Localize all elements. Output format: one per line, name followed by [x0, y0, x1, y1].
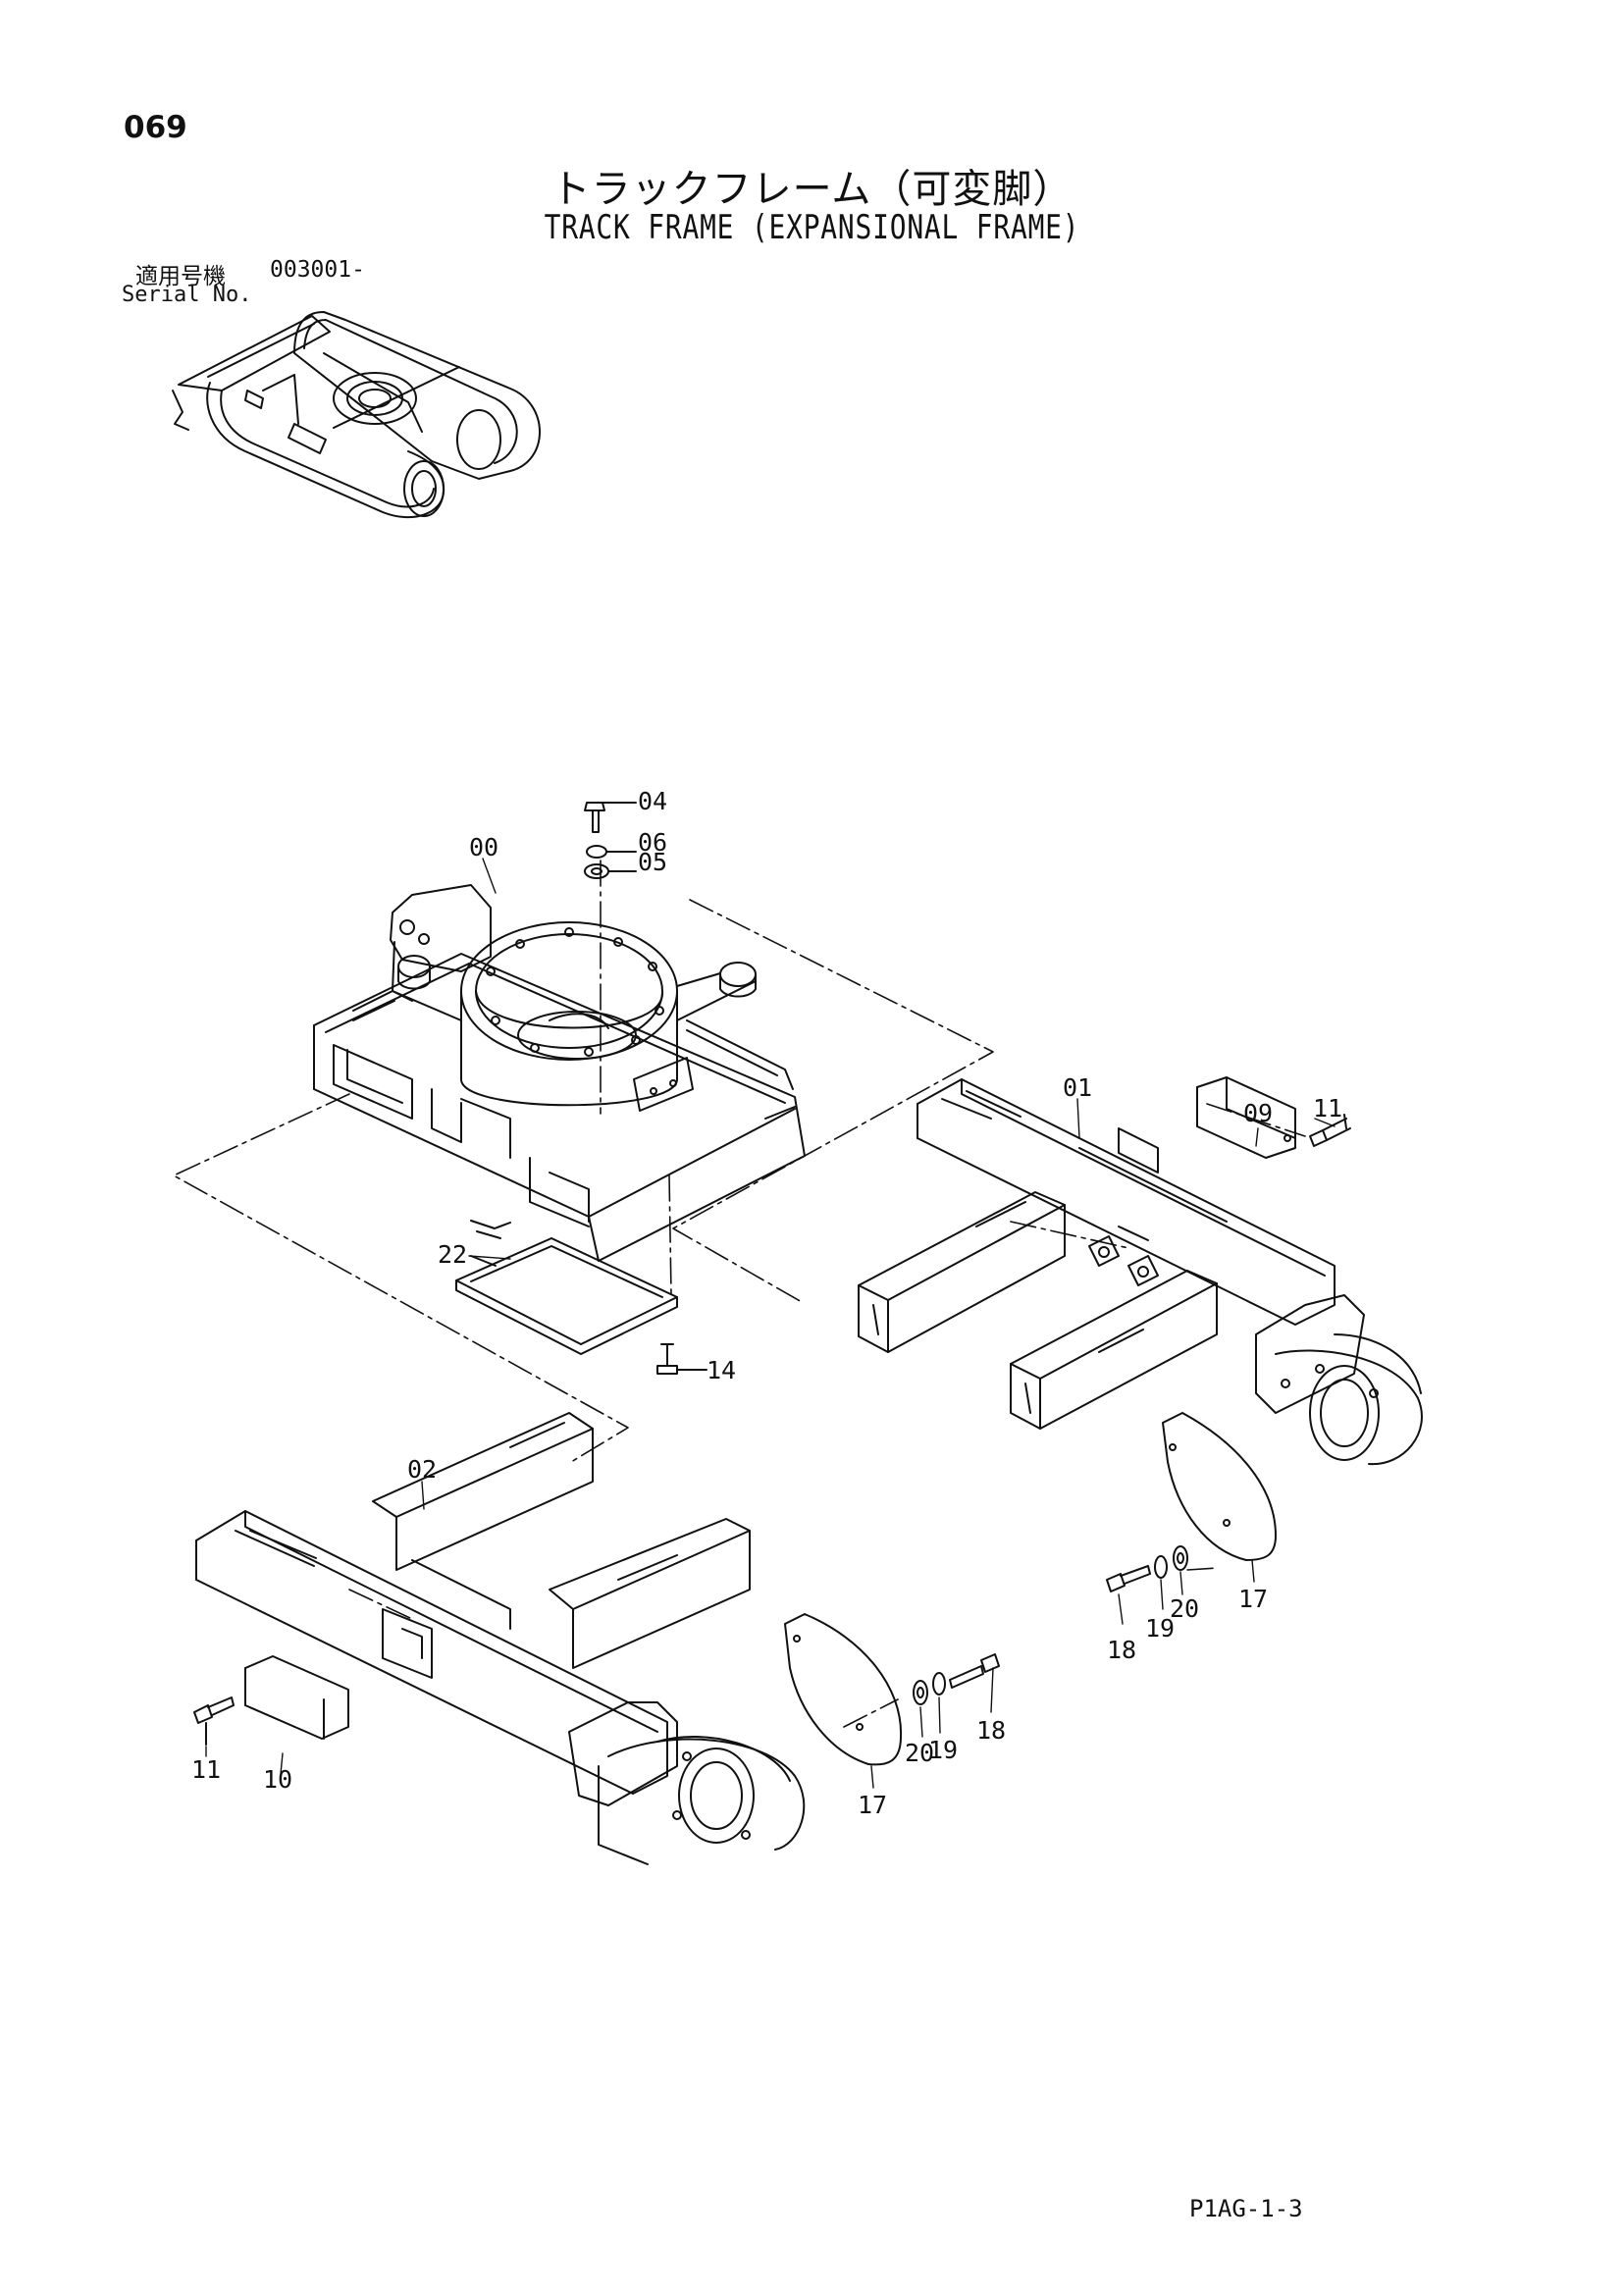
callout-19-left: 19	[928, 1736, 958, 1764]
callout-05: 05	[638, 848, 667, 876]
part-05-washer	[584, 863, 637, 879]
callout-10: 10	[263, 1765, 292, 1794]
part-19-spring-washer-right	[1154, 1555, 1168, 1579]
part-02-left-track-frame	[195, 1412, 806, 1865]
callout-17-left: 17	[858, 1791, 887, 1819]
callout-09: 09	[1243, 1099, 1273, 1127]
serial-label-japanese: 適用号機	[135, 264, 226, 289]
serial-value: 003001-	[270, 257, 365, 283]
callout-04: 04	[638, 787, 667, 815]
part-20-washer-right	[1173, 1545, 1188, 1571]
callout-17-right: 17	[1238, 1585, 1268, 1613]
assembly-guide-lines	[173, 860, 1306, 1728]
part-17-cover-plate-left	[784, 1613, 903, 1766]
callout-18-left: 18	[976, 1716, 1006, 1745]
callout-14: 14	[707, 1356, 736, 1384]
callout-leaders	[205, 858, 1336, 1789]
callout-labels: 00 04 06 05 01 09 11 22 14 02 17 18 19 2…	[191, 787, 1342, 1819]
part-18-bolt-left	[949, 1653, 1000, 1689]
callout-00: 00	[469, 833, 498, 861]
callout-11-left: 11	[191, 1755, 221, 1784]
title-japanese: トラックフレーム（可変脚）	[550, 167, 1074, 212]
part-00-center-frame	[313, 884, 806, 1262]
part-11-bolt-right	[1309, 1114, 1351, 1147]
part-14-bolt	[656, 1343, 707, 1375]
callout-22: 22	[438, 1240, 467, 1269]
footer-code: P1AG-1-3	[1189, 2195, 1303, 2222]
part-11-bolt-left	[193, 1696, 235, 1746]
machine-thumbnail	[172, 311, 541, 519]
part-10-cover	[244, 1655, 349, 1740]
part-22-plate	[455, 1237, 678, 1355]
callout-20-left: 20	[905, 1739, 934, 1767]
callout-02: 02	[407, 1455, 437, 1484]
callout-06: 06	[638, 828, 667, 857]
title-english: TRACK FRAME (EXPANSIONAL FRAME)	[544, 208, 1080, 247]
part-09-cover	[1196, 1076, 1296, 1159]
serial-label-english: Serial No.	[122, 283, 252, 307]
part-17-cover-plate-right	[1162, 1412, 1277, 1561]
part-06-spring-washer	[586, 845, 637, 859]
page-number: 069	[124, 110, 187, 145]
callout-20-right: 20	[1170, 1594, 1199, 1623]
part-20-washer-left	[913, 1680, 928, 1705]
callout-18-right: 18	[1107, 1636, 1136, 1664]
part-18-bolt-right	[1106, 1565, 1151, 1592]
part-01-right-track-frame	[858, 1078, 1423, 1466]
callout-01: 01	[1063, 1073, 1092, 1102]
callout-19-right: 19	[1145, 1614, 1175, 1643]
part-04-bolt	[584, 802, 637, 833]
part-19-spring-washer-left	[932, 1672, 946, 1696]
callout-11-right: 11	[1313, 1094, 1342, 1122]
